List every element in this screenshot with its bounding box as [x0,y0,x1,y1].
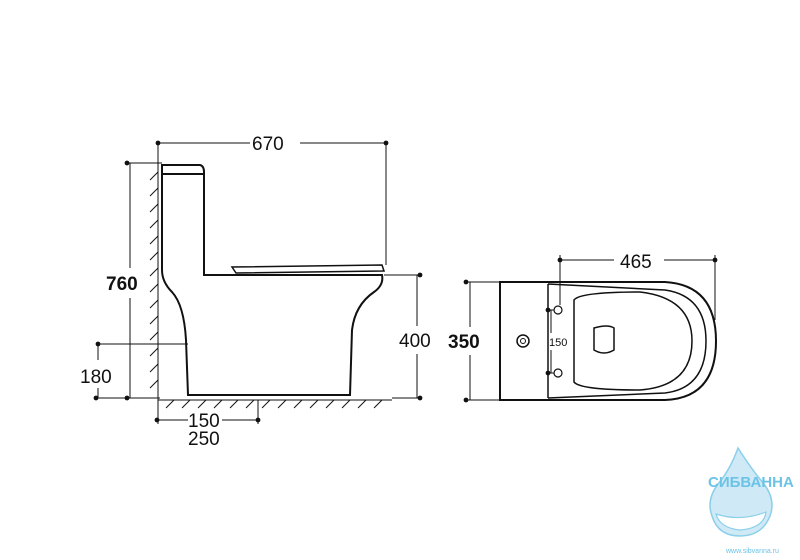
dim-outlet-distance-2: 250 [188,429,220,450]
toilet-top-outline [499,281,718,401]
dim-bolt-spacing: 150 [549,337,567,349]
dim-top-width: 350 [448,332,480,353]
side-view [149,164,392,409]
bolt-hole-bottom-icon [553,368,563,378]
watermark-brand: СИБВАННА [708,474,794,491]
floor-hatching [158,399,392,409]
dim-outlet-height: 180 [80,367,112,388]
side-dimensions [93,140,423,424]
water-drop-icon [709,446,773,537]
dim-seat-height: 400 [399,331,431,352]
flush-button-icon [516,334,530,348]
watermark-url: www.sibvanna.ru [725,548,779,555]
wall-hatching [149,165,159,400]
seat-lid [230,264,386,274]
seat-top-outline [547,283,707,399]
bowl-inner [573,291,693,391]
bolt-hole-top-icon [553,305,563,315]
dim-total-length: 670 [252,134,284,155]
dim-top-depth: 465 [620,252,652,273]
toilet-side-outline [161,164,384,396]
dim-total-height: 760 [106,274,138,295]
top-dimensions [463,255,718,403]
dim-outlet-distance-1: 150 [188,411,220,432]
top-view [499,281,718,401]
watermark-logo: СИБВАННА www.sibvanna.ru [708,446,794,555]
bathtub-icon [715,511,767,531]
drain-hole [593,325,615,354]
